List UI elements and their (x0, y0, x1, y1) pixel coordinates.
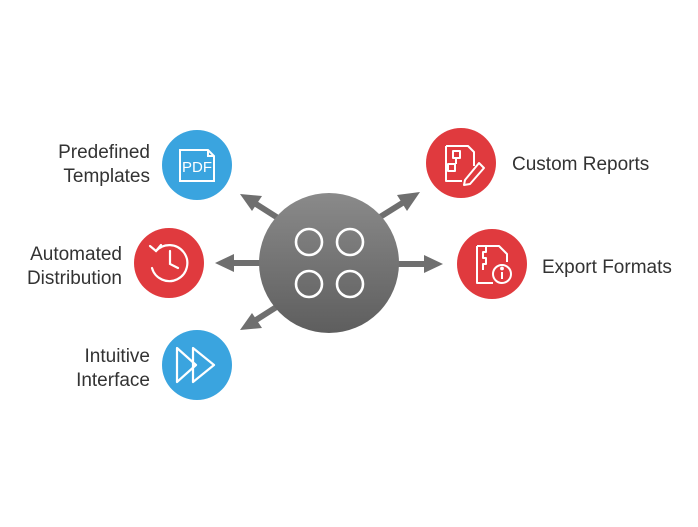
arrow-to-custom-reports (378, 192, 420, 220)
label-export-formats: Export Formats (542, 257, 672, 278)
node-predefined-templates: PDF (162, 130, 232, 200)
arrow-to-predefined-templates (240, 194, 280, 221)
label-custom-reports: Custom Reports (512, 154, 650, 175)
arrow-to-export-formats (396, 255, 443, 273)
report-edit-icon (445, 145, 485, 186)
arrow-to-automated-distribution (215, 254, 262, 272)
pdf-icon-text: PDF (182, 159, 212, 176)
zip-file-info-icon (476, 245, 512, 284)
node-automated-distribution (134, 228, 204, 298)
connector-arrows (215, 192, 443, 330)
history-clock-icon (148, 243, 189, 283)
four-circles-icon (294, 227, 365, 299)
node-intuitive-interface (162, 330, 232, 400)
node-export-formats (457, 229, 527, 299)
label-predefined-templates: Predefined Templates (58, 142, 150, 187)
node-custom-reports (426, 128, 496, 198)
label-automated-distribution: Automated Distribution (26, 244, 122, 289)
arrow-to-intuitive-interface (240, 303, 280, 330)
pdf-document-icon (179, 149, 215, 182)
label-intuitive-interface: Intuitive Interface (76, 346, 150, 391)
hub-node (259, 193, 399, 333)
fast-forward-icon (175, 346, 216, 384)
